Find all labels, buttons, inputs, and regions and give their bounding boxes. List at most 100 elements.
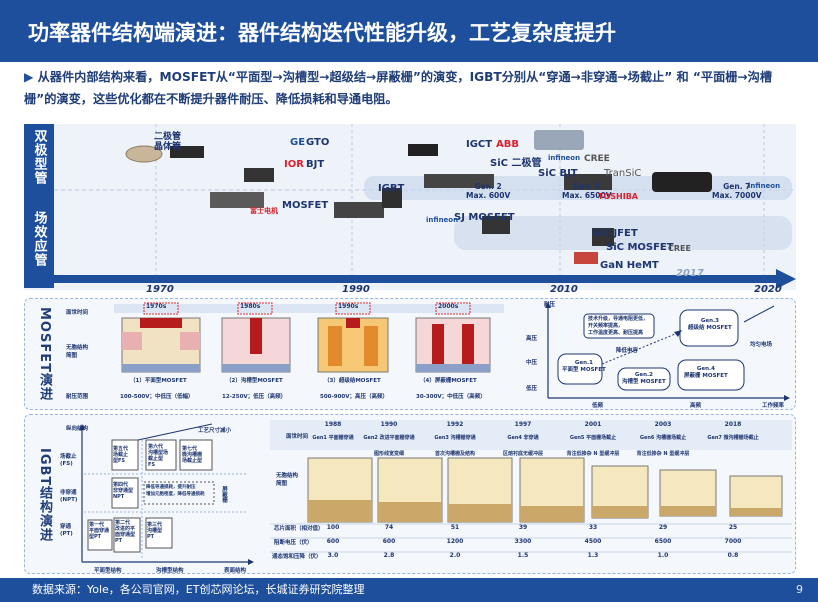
sgt-drain — [416, 364, 490, 372]
igbt-row-size: 芯片面积（相对值） — [274, 526, 324, 532]
transic-logo-text: TranSiC — [604, 168, 642, 179]
bjt-image — [244, 168, 274, 182]
igbt-gen-4: Gen4 非穿通 — [507, 435, 539, 441]
igbt-size-6: 29 — [658, 524, 668, 531]
time-highlight-3 — [335, 302, 371, 315]
igbt-size-2: 74 — [384, 524, 394, 531]
igbt-drop-5: 1.3 — [587, 552, 599, 559]
year-1970: 1970 — [146, 284, 174, 295]
gto-image — [408, 144, 438, 156]
label-gan-hemt: GaN HeMT — [600, 260, 659, 271]
triangle-bullet-icon: ▶ — [24, 70, 34, 84]
chart-x-arrow — [784, 395, 790, 401]
igbt-row-struct: 无胞结构 简图 — [276, 473, 299, 487]
matrix-x-label: 表面结构 — [224, 568, 247, 574]
igbt-voltage-1: 600 — [326, 538, 340, 545]
matrix-row-fs: 场截止 (FS) — [60, 454, 77, 467]
time-highlight-2 — [237, 302, 273, 315]
sgt-cell — [415, 317, 491, 373]
igbt-row-drop: 通态饱和压降（伏） — [272, 554, 322, 560]
matrix-y-label: 纵向结构 — [66, 426, 89, 432]
label-igct: IGCT — [466, 139, 493, 150]
mosfet-side-label: MOSFET演进 — [37, 307, 52, 401]
igbt-size-7: 25 — [728, 524, 738, 531]
page-title: 功率器件结构端演进：器件结构迭代性能升级，工艺复杂度提升 — [28, 21, 616, 45]
gen2-box — [617, 367, 671, 391]
matrix-gen6: 第六代 沟槽型场 截止型 FS — [148, 444, 169, 468]
igbt-year-3: 1992 — [446, 421, 464, 428]
igbt-year-5: 2001 — [584, 421, 602, 428]
igbt-size-4: 39 — [518, 524, 528, 531]
year-2020: 2020 — [754, 284, 782, 295]
mosfet-row-struct: 无胞结构 简图 — [66, 345, 89, 359]
label-sj-mosfet: SJ MOSFET — [454, 212, 515, 223]
igbt-size-3: 51 — [450, 524, 460, 531]
time-highlight-1 — [143, 302, 179, 315]
ge-logo-text: GE — [290, 137, 306, 148]
igbt-header-strip — [270, 420, 792, 450]
time-highlight-4 — [435, 302, 471, 315]
matrix-gen4: 第四代 非穿通型 NPT — [113, 482, 134, 500]
igbt-gen-1: Gen1 平面栅穿通 — [312, 435, 354, 441]
sj-mosfet-image — [482, 216, 510, 234]
igbt-year-4: 1997 — [514, 421, 532, 428]
mosfet-name-1: （1）平面型MOSFET — [130, 378, 187, 384]
matrix-gen5: 第五代 场截止 型FS — [113, 446, 129, 464]
igbt-year-1: 1988 — [324, 421, 342, 428]
matrix-col-planar: 平面型结构 — [94, 568, 122, 574]
igbt-gen3-substrate — [448, 504, 512, 522]
label-mosfet: MOSFET — [282, 200, 329, 211]
gen3-label: Gen.3 超级结 MOSFET — [688, 318, 732, 331]
chart-note-box — [583, 313, 655, 339]
trend-label-2: 均匀电场 — [750, 342, 773, 348]
igbt-voltage-2: 600 — [382, 538, 396, 545]
chart-y-tick-low: 低压 — [526, 386, 538, 392]
label-sic-mosfet: SiC MOSFET — [606, 242, 674, 253]
sic-band — [454, 216, 792, 250]
label-sic-bjt: SiC BJT — [538, 168, 578, 179]
mosfet-row-time: 面世时间 — [66, 310, 89, 316]
year-1990: 1990 — [342, 284, 370, 295]
sj-pillar-right — [364, 326, 378, 366]
infineon-logo-text-1: infineon — [548, 154, 581, 162]
gen1-cell — [87, 519, 113, 551]
igbt-module-2 — [424, 174, 494, 188]
igbt-chip-image — [382, 188, 402, 208]
year-2017: 2017 — [676, 268, 704, 279]
label-diode: 二极管 晶体管 — [154, 132, 182, 152]
igbt-voltage-7: 7000 — [724, 538, 742, 545]
sic-mosfet-image — [592, 228, 614, 246]
igbt-gen1-substrate — [308, 500, 372, 522]
mosfet-module — [210, 192, 264, 208]
chart-x-label: 工作频率 — [762, 403, 785, 409]
igbt-gen-5: Gen5 平面栅场截止 — [569, 435, 617, 441]
mosfet-time-strip — [114, 304, 504, 313]
mosfet-year-1: 1970s — [146, 303, 167, 310]
band-bipolar: 双极型管 — [24, 124, 54, 190]
igbt-size-1: 100 — [326, 524, 340, 531]
igbt-drop-3: 2.0 — [449, 552, 461, 559]
arrow-note-box — [143, 481, 215, 505]
fuji-logo-text: 富士电机 — [250, 207, 278, 215]
gen4-box — [677, 359, 745, 391]
igbt-voltage-6: 6500 — [654, 538, 672, 545]
igbt-gen-2: Gen2 改进平面栅穿通 — [363, 435, 415, 441]
igbt-drop-2: 2.8 — [383, 552, 395, 559]
matrix-arrow-label: 屏蔽栅 — [221, 486, 227, 503]
mosfet-voltage-1: 100-500V；中低压（低幅） — [120, 394, 194, 400]
trend-arrow — [674, 330, 682, 337]
gan-image — [574, 252, 598, 264]
mosfet-voltage-4: 30-300V；中低压（高频） — [416, 394, 486, 400]
matrix-arrow-text: 降低导通损耗，提升耐压 增加元胞密度，降低导通损耗 — [146, 485, 205, 497]
igbt-gen-7: Gen7 微沟槽栅场截止 — [707, 435, 759, 441]
igbt-gen4-substrate — [520, 506, 584, 522]
chart-y-tick-mid: 中压 — [526, 360, 538, 366]
mosfet-voltage-3: 500-900V；高压（高频） — [320, 394, 389, 400]
igbt-module-7 — [652, 172, 712, 192]
trench-gate — [250, 318, 262, 354]
planar-gate — [140, 318, 182, 328]
igbt-voltage-4: 3300 — [514, 538, 532, 545]
trend-line-2 — [743, 305, 775, 323]
label-bjt: BJT — [306, 159, 325, 170]
mosfet-name-2: （2）沟槽型MOSFET — [226, 378, 283, 384]
